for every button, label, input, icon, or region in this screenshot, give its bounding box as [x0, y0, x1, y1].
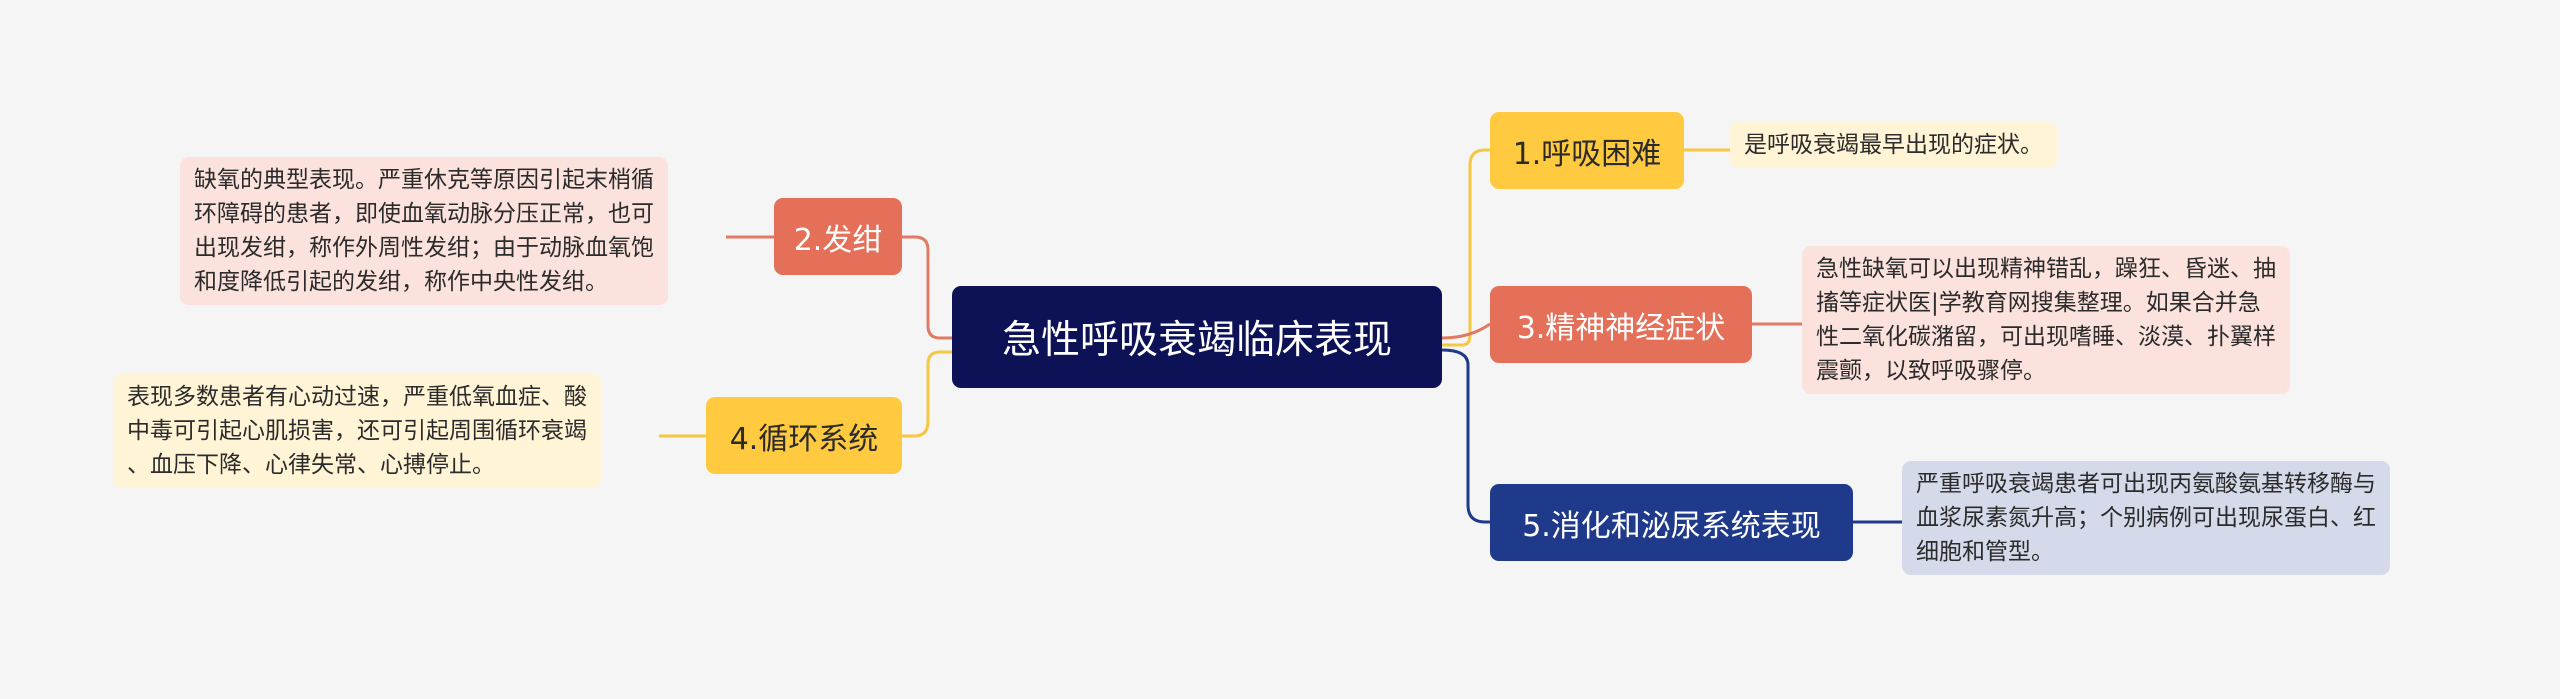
root-topic[interactable]: 急性呼吸衰竭临床表现 — [952, 286, 1442, 388]
branch-topic-label: 3.精神神经症状 — [1516, 310, 1726, 346]
branch-topic-label: 5.消化和泌尿系统表现 — [1522, 508, 1821, 544]
note-line: 震颤，以致呼吸骤停。 — [1816, 358, 2046, 384]
note-digestive-urinary: 严重呼吸衰竭患者可出现丙氨酸氨基转移酶与 血浆尿素氮升高；个别病例可出现尿蛋白、… — [1902, 461, 2390, 575]
note-neuropsychiatric: 急性缺氧可以出现精神错乱，躁狂、昏迷、抽 搐等症状医|学教育网搜集整理。如果合并… — [1802, 246, 2290, 394]
branch-topic-label: 2.发绀 — [793, 222, 883, 258]
note-line: 出现发绀，称作外周性发绀；由于动脉血氧饱 — [194, 235, 654, 261]
note-breathing-difficulty: 是呼吸衰竭最早出现的症状。 — [1730, 122, 2057, 168]
note-line: 细胞和管型。 — [1916, 539, 2054, 565]
branch-topic-neuropsychiatric[interactable]: 3.精神神经症状 — [1490, 286, 1752, 363]
branch-topic-label: 4.循环系统 — [729, 421, 879, 457]
note-line: 是呼吸衰竭最早出现的症状。 — [1744, 132, 2043, 158]
note-line: 性二氧化碳潴留，可出现嗜睡、淡漠、扑翼样 — [1816, 324, 2276, 350]
branch-topic-label: 1.呼吸困难 — [1512, 136, 1662, 172]
branch-topic-cyanosis[interactable]: 2.发绀 — [774, 198, 902, 275]
note-line: 血浆尿素氮升高；个别病例可出现尿蛋白、红 — [1916, 505, 2376, 531]
branch-topic-digestive-urinary[interactable]: 5.消化和泌尿系统表现 — [1490, 484, 1853, 561]
connector-root-b2 — [902, 235, 952, 340]
note-line: 搐等症状医|学教育网搜集整理。如果合并急 — [1816, 290, 2261, 316]
note-line: 缺氧的典型表现。严重休克等原因引起末梢循 — [194, 167, 654, 193]
branch-topic-breathing-difficulty[interactable]: 1.呼吸困难 — [1490, 112, 1684, 189]
root-topic-label: 急性呼吸衰竭临床表现 — [1001, 318, 1392, 363]
connector-root-b4 — [902, 350, 952, 438]
note-line: 严重呼吸衰竭患者可出现丙氨酸氨基转移酶与 — [1916, 471, 2376, 497]
connector-root-b1 — [1442, 148, 1490, 347]
note-line: 和度降低引起的发绀，称作中央性发绀。 — [194, 269, 608, 295]
connector-root-b5 — [1441, 348, 1490, 524]
note-circulatory: 表现多数患者有心动过速，严重低氧血症、酸 中毒可引起心肌损害，还可引起周围循环衰… — [113, 374, 601, 488]
note-line: 急性缺氧可以出现精神错乱，躁狂、昏迷、抽 — [1816, 256, 2276, 282]
connector-root-b3 — [1441, 322, 1491, 340]
note-line: 中毒可引起心肌损害，还可引起周围循环衰竭 — [127, 418, 587, 444]
note-line: 、血压下降、心律失常、心搏停止。 — [127, 452, 495, 478]
note-line: 环障碍的患者，即使血氧动脉分压正常，也可 — [194, 201, 654, 227]
note-cyanosis: 缺氧的典型表现。严重休克等原因引起末梢循 环障碍的患者，即使血氧动脉分压正常，也… — [180, 157, 668, 305]
branch-topic-circulatory[interactable]: 4.循环系统 — [706, 397, 902, 474]
note-line: 表现多数患者有心动过速，严重低氧血症、酸 — [127, 384, 587, 410]
